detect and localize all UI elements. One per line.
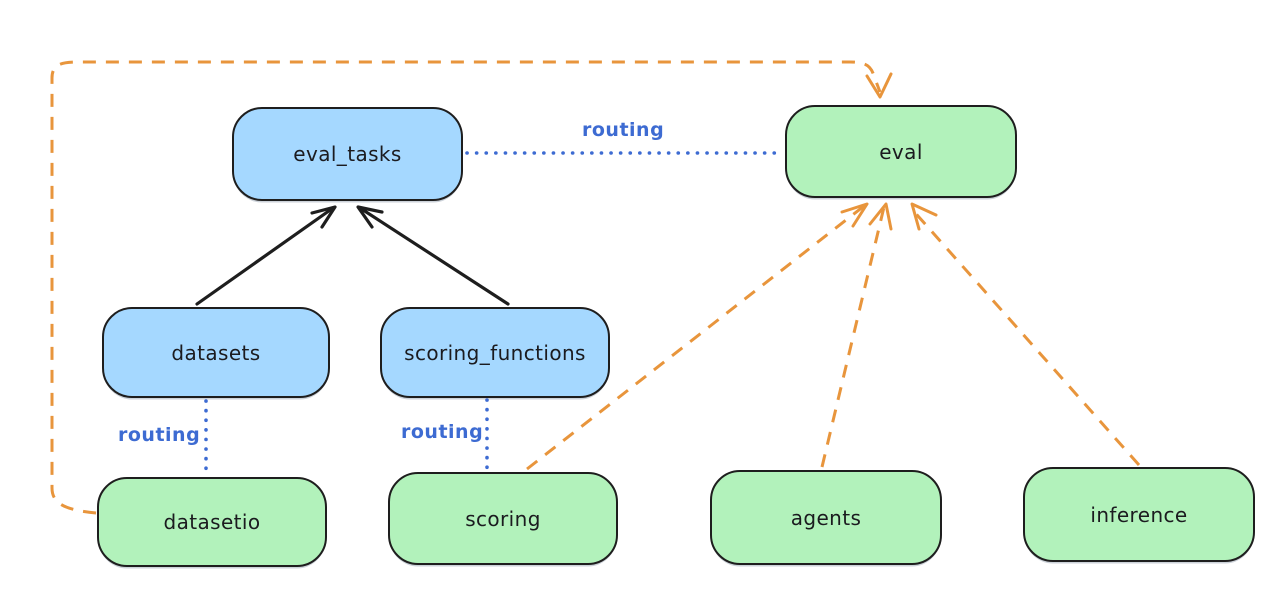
node-eval-tasks: eval_tasks: [232, 107, 463, 201]
routing-label-eval-tasks-eval: routing: [582, 119, 665, 141]
node-agents-label: agents: [790, 505, 862, 530]
node-scoring: scoring: [388, 472, 618, 565]
node-datasets-label: datasets: [171, 340, 261, 365]
routing-label-datasets-datasetio: routing: [118, 424, 201, 446]
edge-datasets-to-eval-tasks: [195, 205, 337, 306]
node-scoring-label: scoring: [465, 506, 541, 531]
edge-scoring-functions-to-eval-tasks: [356, 205, 510, 306]
node-scoring-functions-label: scoring_functions: [404, 340, 586, 365]
node-datasetio: datasetio: [97, 477, 327, 567]
node-datasetio-label: datasetio: [163, 510, 261, 534]
node-scoring-functions: scoring_functions: [380, 307, 610, 398]
edge-agents-to-eval: [820, 202, 893, 468]
node-agents: agents: [710, 470, 942, 565]
edge-inference-to-eval: [908, 202, 1141, 466]
node-inference: inference: [1023, 467, 1255, 562]
node-inference-label: inference: [1090, 502, 1188, 527]
routing-label-scoring-functions-scoring: routing: [401, 421, 484, 443]
node-eval-tasks-label: eval_tasks: [293, 142, 402, 166]
node-datasets: datasets: [102, 307, 330, 398]
node-eval: eval: [785, 105, 1017, 198]
node-eval-label: eval: [879, 139, 923, 164]
